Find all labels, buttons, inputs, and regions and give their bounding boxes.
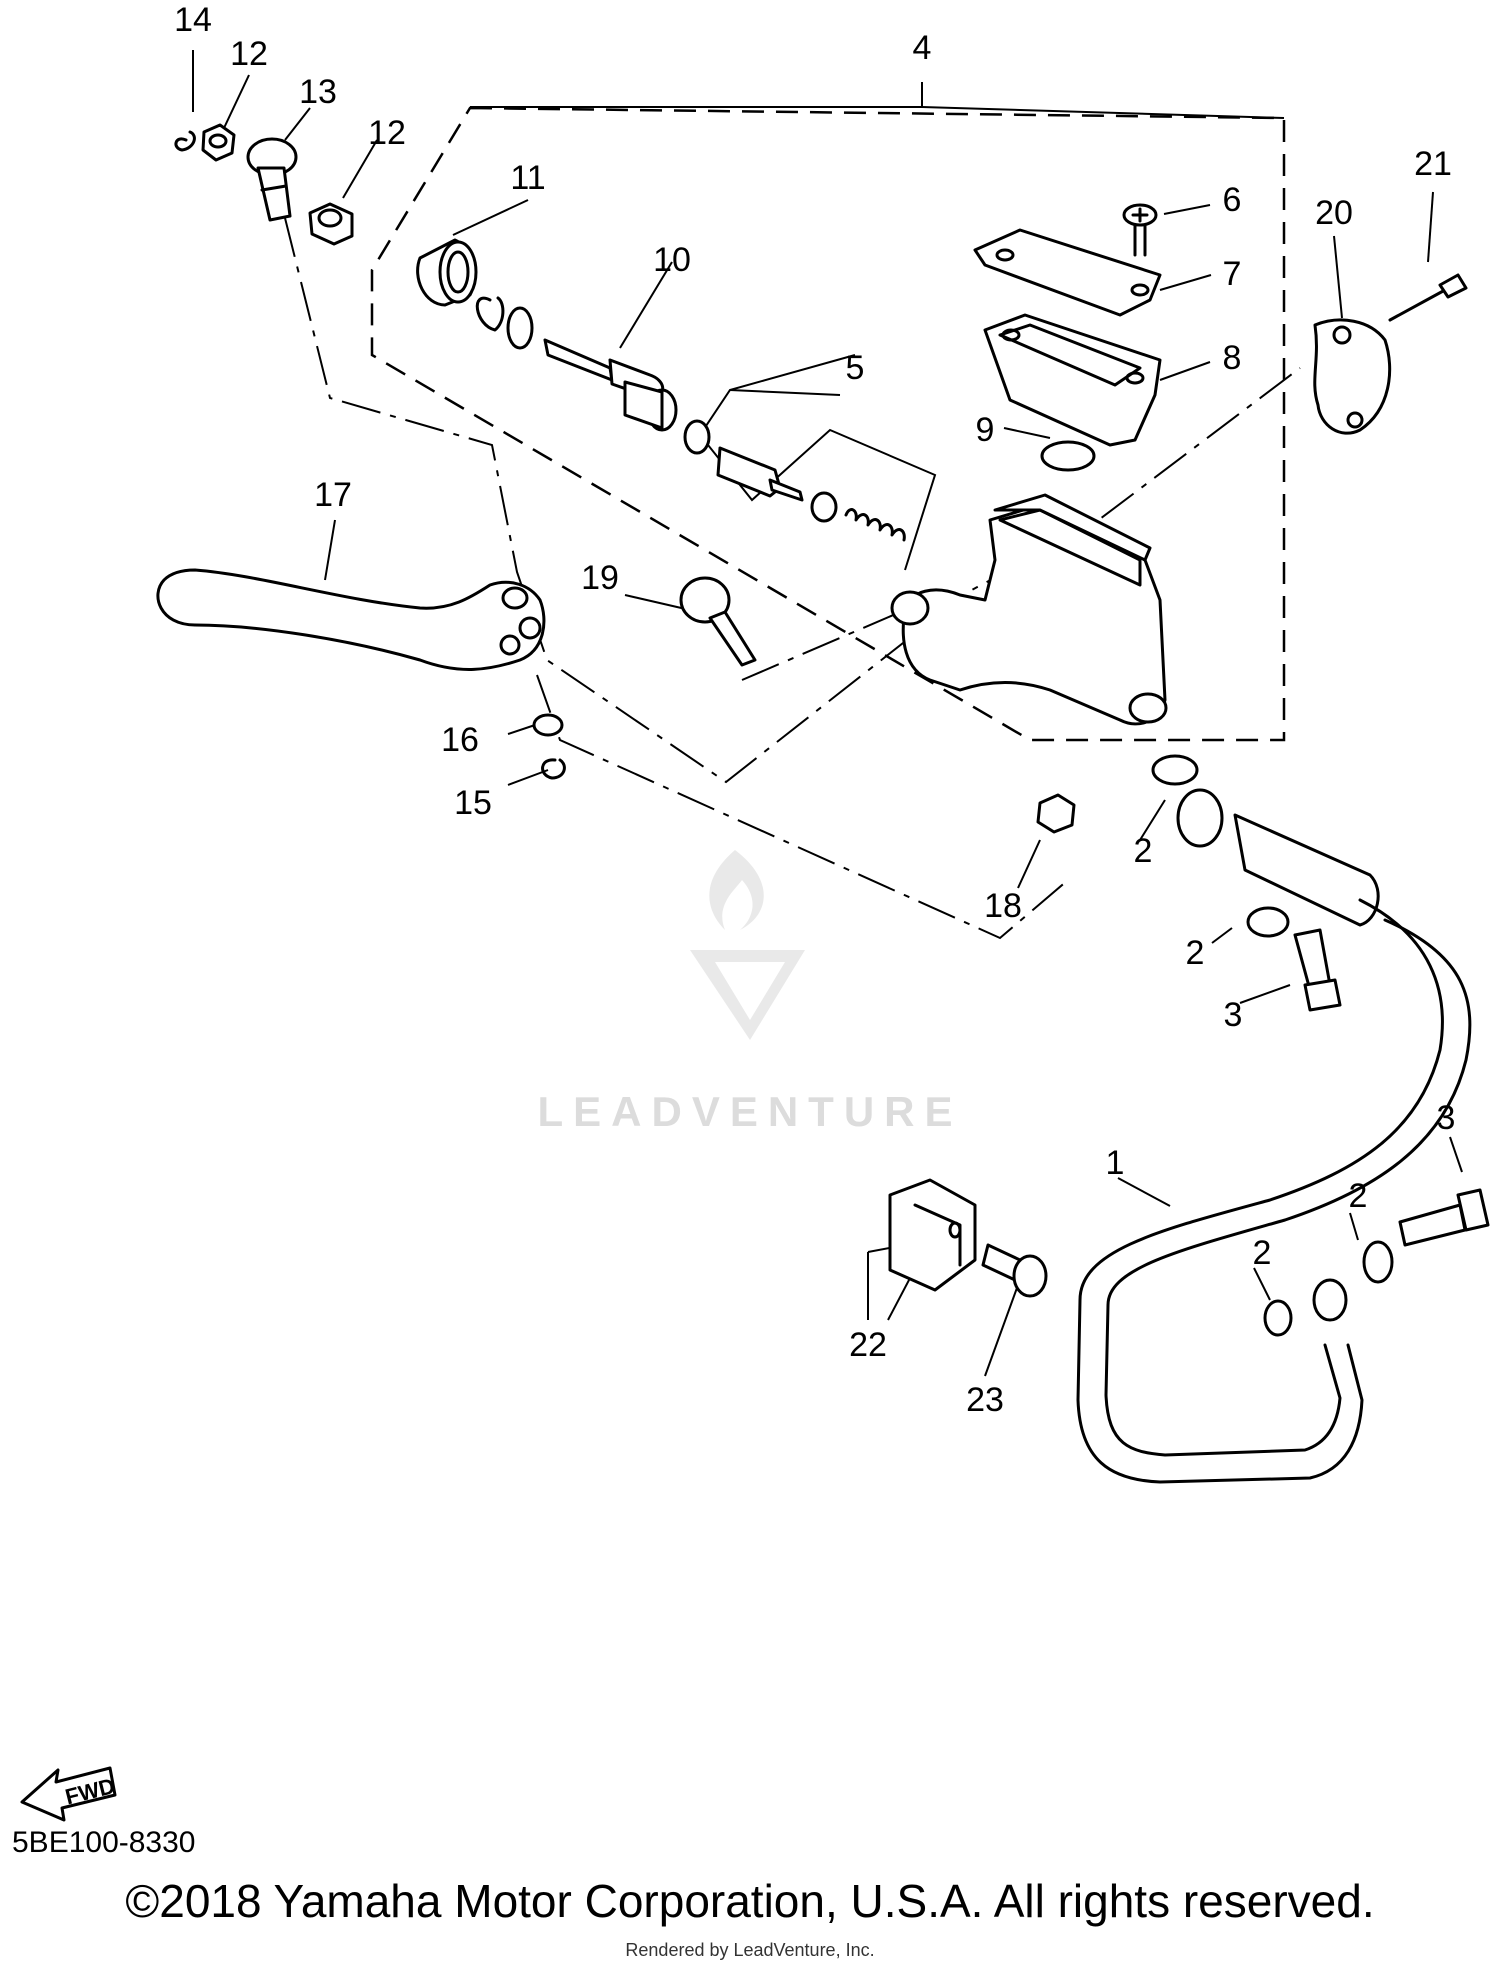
pivot-bolt-part-13 [246, 137, 298, 222]
master-cylinder-body [890, 493, 1168, 726]
callout-11: 11 [510, 159, 545, 197]
leader-lines [192, 50, 1463, 1377]
callout-3a: 3 [1224, 996, 1243, 1034]
callout-19: 19 [581, 559, 619, 597]
washer-part-2-right [1362, 1240, 1394, 1284]
callout-10: 10 [653, 241, 691, 279]
master-cylinder-assembly-boundary [370, 106, 1286, 742]
diaphragm-plate-part-9 [1040, 440, 1096, 472]
push-rod-bolt-part-19 [679, 576, 757, 667]
pivot-lower-alignment-line [536, 674, 1069, 940]
callout-15: 15 [454, 784, 492, 822]
callout-7: 7 [1223, 255, 1242, 293]
clamp-part-20 [1313, 318, 1392, 435]
callout-labels: 1 2 2 2 2 3 3 4 5 6 7 8 9 10 11 12 12 13… [174, 1, 1455, 1419]
nut-part-18 [1036, 793, 1076, 834]
union-bolt-part-3a [1293, 928, 1342, 1012]
callout-21: 21 [1414, 145, 1452, 183]
fwd-arrow-icon: FWD [20, 1766, 117, 1822]
callout-2a: 2 [1134, 832, 1153, 870]
callout-8: 8 [1223, 339, 1242, 377]
callout-20: 20 [1315, 194, 1353, 232]
rendered-by-notice: Rendered by LeadVenture, Inc. [625, 1940, 875, 1960]
diaphragm-part-8 [983, 313, 1162, 447]
nut-part-12b [308, 202, 354, 246]
circlip-near-boot [475, 296, 505, 332]
reservoir-cap-part-7 [973, 228, 1162, 317]
clip-part-15 [541, 758, 566, 780]
lever-part-17 [156, 568, 546, 671]
callout-12a: 12 [230, 35, 268, 73]
piston-kit-part-5 [683, 419, 906, 542]
callout-6: 6 [1223, 181, 1242, 219]
washer-part-2-middle [1246, 906, 1290, 938]
watermark-text: LEADVENTURE [537, 1088, 963, 1135]
boot-part-11 [416, 238, 478, 307]
callout-2d: 2 [1253, 1234, 1272, 1272]
callout-2c: 2 [1349, 1177, 1368, 1215]
callout-4: 4 [913, 29, 932, 67]
callout-16: 16 [441, 721, 479, 759]
brake-hose-part-1 [1076, 788, 1472, 1484]
nut-part-12a [201, 123, 236, 162]
diagram-code: 5BE100-8330 [12, 1826, 196, 1859]
washer-part-16 [532, 713, 564, 737]
watermark-logo [690, 850, 805, 1040]
callout-12b: 12 [368, 114, 406, 152]
clamp-bolt-part-21 [1388, 273, 1468, 322]
screw-part-23 [981, 1243, 1048, 1298]
callout-3b: 3 [1437, 1099, 1456, 1137]
callout-13: 13 [299, 73, 337, 111]
callout-5: 5 [846, 349, 865, 387]
callout-9: 9 [976, 411, 995, 449]
clip-part-14 [174, 130, 196, 152]
callout-14: 14 [174, 1, 212, 39]
screw-part-6 [1122, 203, 1158, 257]
callout-2b: 2 [1186, 934, 1205, 972]
callout-23: 23 [966, 1381, 1004, 1419]
callout-18: 18 [984, 887, 1022, 925]
washer-part-2-upper [1151, 754, 1199, 786]
push-rod-part-10 [543, 338, 678, 432]
callout-22: 22 [849, 1326, 887, 1364]
callout-17: 17 [314, 476, 352, 514]
union-bolt-part-3b [1398, 1188, 1490, 1247]
push-rod-alignment-line [741, 609, 906, 681]
switch-part-22 [888, 1178, 977, 1292]
callout-1: 1 [1106, 1144, 1125, 1182]
washer-near-boot [506, 306, 534, 350]
washer-part-2-lower [1263, 1299, 1293, 1337]
copyright-notice: ©2018 Yamaha Motor Corporation, U.S.A. A… [125, 1875, 1375, 1927]
